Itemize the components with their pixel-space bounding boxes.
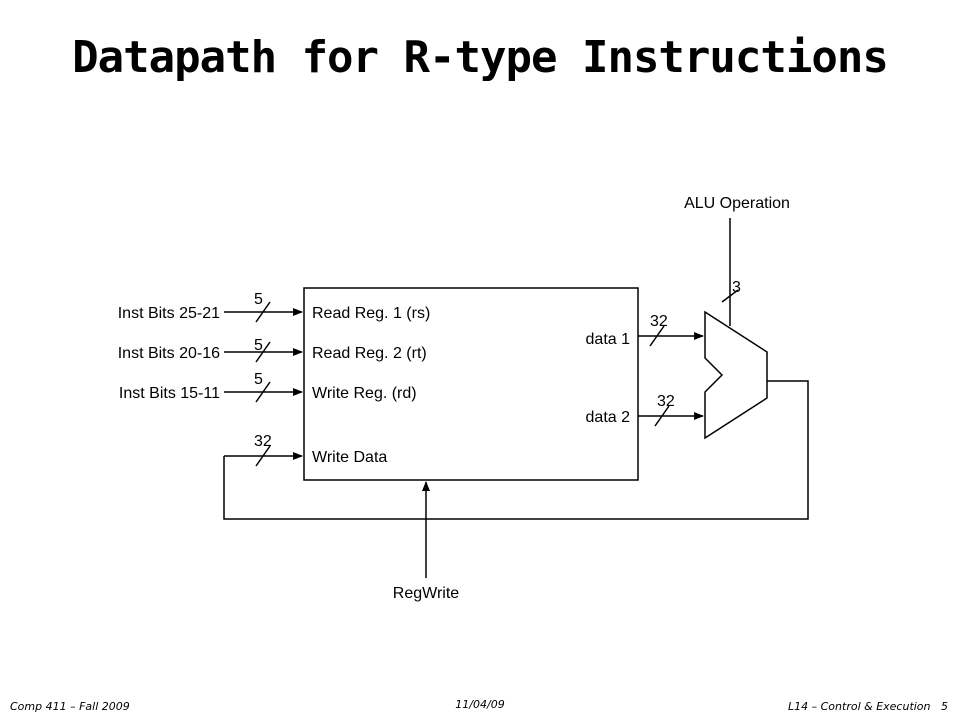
label-inst-25-21: Inst Bits 25-21: [118, 305, 220, 322]
footer-right: L14 – Control & Execution 5: [788, 700, 948, 713]
port-read-reg-2: Read Reg. 2 (rt): [312, 345, 427, 362]
width-inst-15-11: 5: [254, 371, 263, 388]
bus-slash-alu-operation: [721, 289, 739, 303]
bus-slash-inst-15-11: [255, 381, 271, 403]
bus-slash-data-1: [649, 325, 665, 347]
port-data-2: data 2: [586, 409, 631, 426]
label-inst-20-16: Inst Bits 20-16: [118, 345, 220, 362]
width-data-1: 32: [650, 313, 668, 330]
width-data-2: 32: [657, 393, 675, 410]
port-write-reg: Write Reg. (rd): [312, 385, 417, 402]
alu-operation-label: ALU Operation: [684, 195, 790, 212]
port-write-data: Write Data: [312, 449, 387, 466]
width-inst-20-16: 5: [254, 337, 263, 354]
bus-slash-write-data: [255, 445, 271, 467]
width-inst-25-21: 5: [254, 291, 263, 308]
label-inst-15-11: Inst Bits 15-11: [119, 385, 220, 402]
width-alu-operation: 3: [732, 279, 741, 296]
bus-slash-data-2: [654, 405, 670, 427]
port-read-reg-1: Read Reg. 1 (rs): [312, 305, 430, 322]
alu-shape: [704, 310, 768, 440]
wire-alu-feedback: [223, 380, 809, 520]
bus-slash-inst-20-16: [255, 341, 271, 363]
datapath-diagram: Inst Bits 25-21 Inst Bits 20-16 Inst Bit…: [118, 195, 809, 602]
width-write-data: 32: [254, 433, 272, 450]
regwrite-label: RegWrite: [393, 585, 459, 602]
slide-title: Datapath for R-type Instructions: [72, 32, 889, 83]
footer-left: Comp 411 – Fall 2009: [10, 700, 130, 713]
register-file: [303, 287, 639, 481]
footer-center: 11/04/09: [455, 698, 505, 711]
port-data-1: data 1: [586, 331, 631, 348]
bus-slash-inst-25-21: [255, 301, 271, 323]
